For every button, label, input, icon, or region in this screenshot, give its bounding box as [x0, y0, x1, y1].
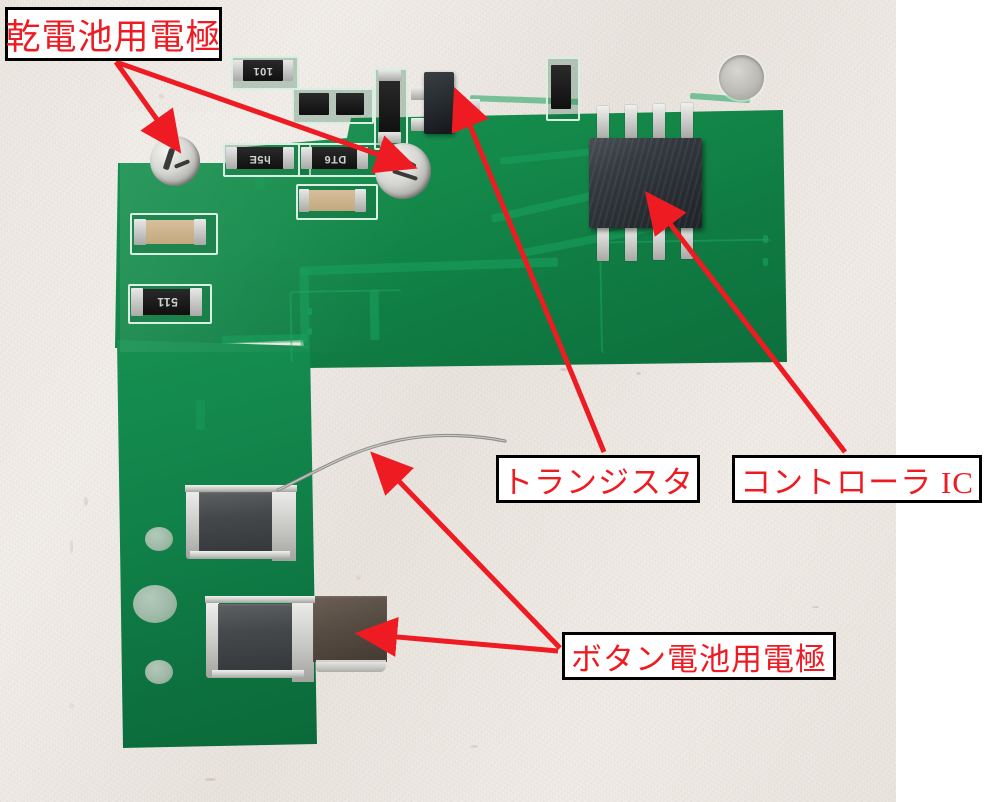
ic-pin: [653, 225, 665, 260]
capacitor-beige-2: [144, 220, 196, 244]
label-controller-ic: コントローラ IC: [732, 455, 982, 503]
pcb-via: [308, 308, 312, 315]
pcb-via: [763, 235, 768, 243]
resistor-511: 511: [142, 289, 192, 315]
controller-ic: [589, 138, 702, 228]
label-transistor: トランジスタ: [496, 455, 700, 503]
resistor-h5e: h5E: [236, 147, 284, 169]
solder-blob-center: [375, 143, 431, 199]
transistor-pin: [411, 87, 427, 100]
pcb-pad-circle: [133, 585, 177, 623]
smd-component-vertical-2: [551, 65, 571, 109]
label-button-cell-electrode: ボタン電池用電極: [562, 632, 836, 680]
pcb-trace: [369, 289, 380, 341]
transistor-pin: [452, 99, 480, 117]
ic-pin: [681, 224, 693, 259]
ic-pin: [681, 103, 693, 138]
resistor-dt6: DT6: [312, 147, 358, 169]
transistor-pin: [411, 118, 427, 131]
ic-pin: [653, 104, 665, 139]
ic-pin: [625, 226, 637, 261]
transistor: [424, 72, 454, 134]
mounting-hole: [719, 55, 764, 100]
ic-pin: [597, 226, 609, 261]
ic-pin: [625, 105, 637, 139]
pcb-via: [763, 258, 768, 266]
pcb-trace: [196, 400, 205, 430]
ic-pin: [597, 106, 609, 140]
solder-blob-left: [150, 136, 200, 186]
label-dry-cell-electrode: 乾電池用電極: [5, 7, 222, 61]
smd-component: [336, 93, 364, 115]
pcb-pad-circle: [145, 527, 173, 551]
smd-component: [299, 93, 329, 115]
resistor-101: 101: [243, 60, 283, 81]
pcb-trace: [255, 175, 264, 189]
capacitor-beige: [308, 190, 356, 211]
pcb-trace: [289, 289, 403, 363]
pcb-via: [308, 328, 312, 335]
smd-component-vertical: [379, 78, 400, 134]
pcb-pad-circle: [145, 660, 173, 684]
